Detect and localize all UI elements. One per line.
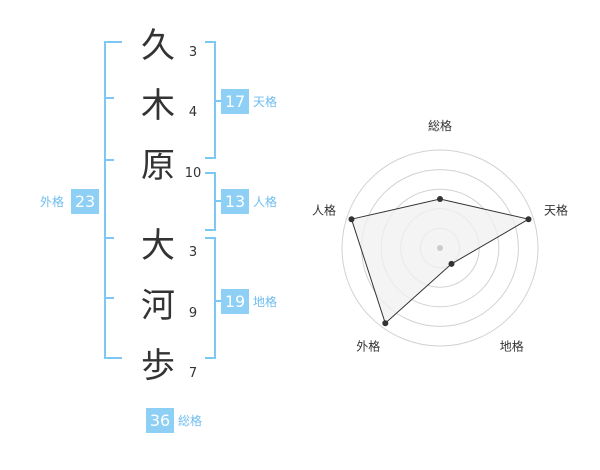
soukaku-value: 36 [150, 411, 170, 430]
gaikaku-bracket [104, 41, 122, 359]
chikaku-label: 地格 [253, 294, 277, 309]
jinkaku-badge: 13 人格 [221, 189, 277, 214]
name-char: 久 [141, 26, 175, 66]
radar-point [348, 216, 355, 223]
stroke-count: 10 [185, 166, 202, 181]
soukaku-label: 総格 [178, 413, 202, 428]
radar-center [437, 245, 443, 251]
name-char: 歩 [141, 346, 175, 386]
tenkaku-label: 天格 [253, 94, 277, 109]
stroke-counts: 3 4 10 3 9 7 [185, 45, 202, 381]
stroke-count: 3 [189, 245, 197, 260]
radar-axis-label: 人格 [312, 202, 336, 217]
soukaku-badge: 36 総格 [146, 408, 202, 433]
jinkaku-bracket [205, 172, 221, 231]
radar-point [437, 196, 443, 202]
jinkaku-label: 人格 [253, 194, 277, 209]
jinkaku-value: 13 [225, 192, 245, 211]
radar-point [448, 260, 455, 267]
stroke-count: 9 [189, 306, 197, 321]
radar-value-polygon [350, 198, 530, 325]
radar-point [382, 320, 389, 327]
stroke-count: 4 [189, 105, 197, 120]
name-characters: 久 木 原 大 河 歩 [141, 26, 175, 386]
radar-axis-label: 総格 [428, 118, 452, 133]
radar-point [525, 216, 532, 223]
tenkaku-value: 17 [225, 92, 245, 111]
radar-axis-label: 外格 [356, 339, 380, 354]
stroke-count: 7 [189, 366, 197, 381]
stroke-count: 3 [189, 45, 197, 60]
radar-axis-label: 地格 [500, 339, 524, 354]
name-char: 原 [141, 146, 175, 186]
chikaku-bracket [205, 237, 221, 359]
name-char: 河 [141, 286, 175, 326]
gaikaku-badge: 外格 23 [40, 189, 99, 214]
chikaku-badge: 19 地格 [221, 289, 277, 314]
chikaku-value: 19 [225, 292, 245, 311]
gaikaku-label: 外格 [40, 194, 64, 209]
tenkaku-bracket [205, 41, 221, 159]
radar-points [348, 196, 532, 327]
name-char: 大 [141, 226, 175, 266]
gaikaku-value: 23 [75, 192, 95, 211]
tenkaku-badge: 17 天格 [221, 89, 277, 114]
radar-axis-label: 天格 [544, 202, 568, 217]
name-char: 木 [141, 86, 175, 126]
